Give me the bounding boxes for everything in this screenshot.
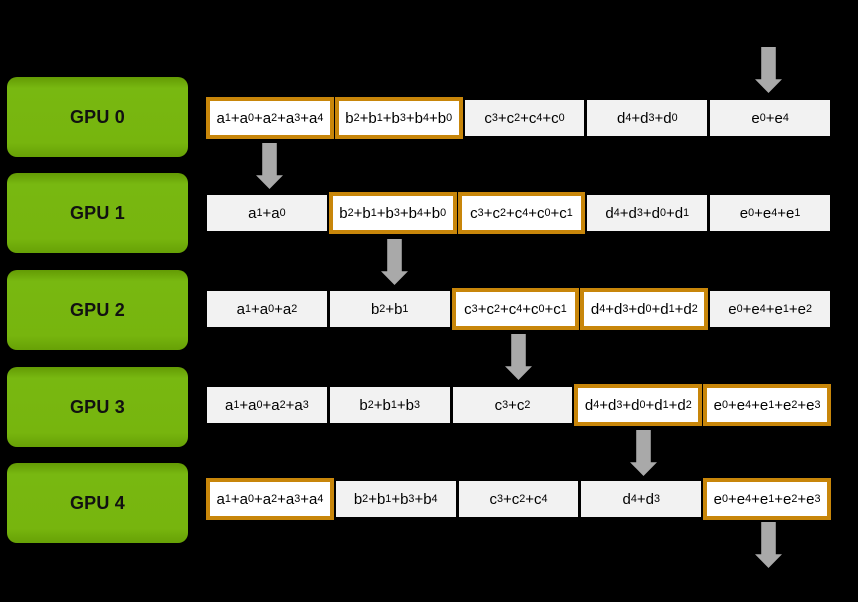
gpu-box-0: GPU 0 [7, 77, 188, 157]
gpu-0-label: GPU 0 [69, 106, 126, 127]
gpu-box-3: GPU 3 [7, 367, 188, 447]
gpu-4-label: GPU 4 [69, 492, 126, 513]
gpu-box-2: GPU 2 [7, 270, 188, 350]
gpu-3-label: GPU 3 [69, 396, 126, 417]
down-arrow-gpu2-to-gpu3-c [505, 334, 532, 380]
down-arrow-incoming-e [755, 47, 782, 93]
gpu-box-1: GPU 1 [7, 173, 188, 253]
down-arrow-gpu1-to-gpu2-b [381, 239, 408, 285]
down-arrow-outgoing-e [755, 522, 782, 568]
gpu-2-label: GPU 2 [69, 299, 126, 320]
down-arrow-gpu0-to-gpu1-a [256, 143, 283, 189]
gpu-box-4: GPU 4 [7, 463, 188, 543]
gpu-1-label: GPU 1 [69, 202, 126, 223]
down-arrow-gpu3-to-gpu4-d [630, 430, 657, 476]
